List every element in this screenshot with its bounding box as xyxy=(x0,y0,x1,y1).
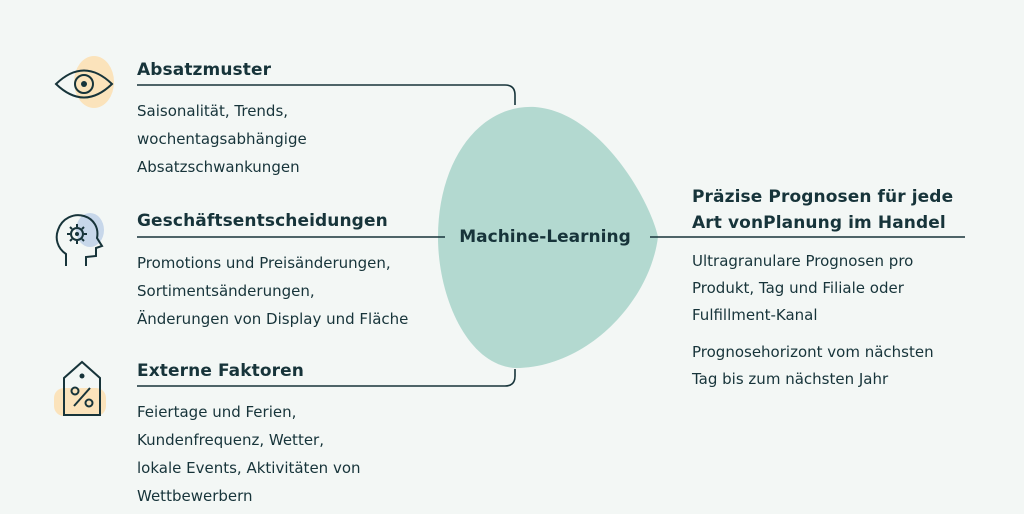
input-title: Geschäftsentscheidungen xyxy=(137,211,388,231)
input-line: Sortimentsänderungen, xyxy=(137,282,315,300)
center-label: Machine-Learning xyxy=(459,227,631,247)
input-line: Änderungen von Display und Fläche xyxy=(137,310,409,328)
input-title: Absatzmuster xyxy=(137,60,272,80)
input-line: Wettbewerbern xyxy=(137,487,253,505)
output-line: Prognosehorizont vom nächsten xyxy=(692,343,934,361)
output-line: Tag bis zum nächsten Jahr xyxy=(692,370,889,388)
input-absatzmuster: Absatzmuster Saisonalität, Trends, woche… xyxy=(137,59,307,181)
output-title-line: Art vonPlanung im Handel xyxy=(692,213,946,233)
input-line: Kundenfrequenz, Wetter, xyxy=(137,431,324,449)
output-line: Fulfillment-Kanal xyxy=(692,306,818,324)
central-blob xyxy=(438,106,658,369)
connector-top xyxy=(137,84,516,105)
input-line: Saisonalität, Trends, xyxy=(137,102,289,120)
output-line: Ultragranulare Prognosen pro xyxy=(692,252,914,270)
output-block: Präzise Prognosen für jede Art vonPlanun… xyxy=(692,184,953,393)
input-line: Absatzschwankungen xyxy=(137,158,300,176)
input-line: lokale Events, Aktivitäten von xyxy=(137,459,361,477)
input-title: Externe Faktoren xyxy=(137,361,304,381)
input-line: wochentagsabhängige xyxy=(137,130,307,148)
eye-icon xyxy=(54,56,114,108)
head-gear-icon xyxy=(55,213,104,266)
output-title-line: Präzise Prognosen für jede xyxy=(692,187,954,207)
input-line: Promotions und Preisänderungen, xyxy=(137,254,391,272)
connector-bottom xyxy=(137,369,516,387)
input-externe-faktoren: Externe Faktoren Feiertage und Ferien, K… xyxy=(137,360,361,510)
input-line: Feiertage und Ferien, xyxy=(137,403,297,421)
output-line: Produkt, Tag und Filiale oder xyxy=(692,279,904,297)
percent-tag-icon xyxy=(54,360,106,416)
input-geschaeftsentscheidungen: Geschäftsentscheidungen Promotions und P… xyxy=(137,210,408,333)
